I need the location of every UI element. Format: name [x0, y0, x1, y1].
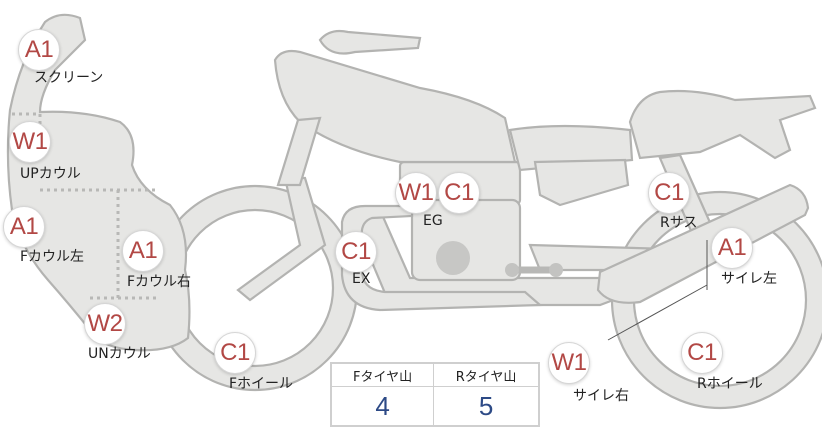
part-label-r-suspension: Rサス	[660, 215, 698, 231]
part-label-exhaust: EX	[352, 271, 371, 287]
grade-badge-silencer-right: W1	[548, 342, 590, 384]
seat-shape	[508, 124, 634, 172]
part-label-r-wheel: Rホイール	[697, 376, 763, 392]
grade-badge-f-cowl-left: A1	[3, 206, 45, 248]
grade-badge-un-cowl: W2	[84, 303, 126, 345]
front-tread-header: Fタイヤ山	[330, 362, 435, 387]
grade-badge-silencer-left: A1	[711, 227, 753, 269]
grade-badge-engine-w1: W1	[395, 172, 437, 214]
fuel-tank-shape	[273, 49, 517, 164]
part-label-f-cowl-left: Fカウル左	[20, 249, 85, 265]
grade-badge-up-cowl: W1	[9, 121, 51, 163]
grade-badge-r-wheel: C1	[681, 332, 723, 374]
rear-tread-value: 5	[433, 386, 540, 427]
part-label-silencer-left: サイレ左	[721, 271, 777, 287]
grade-badge-f-cowl-right: A1	[122, 230, 164, 272]
part-label-screen: スクリーン	[34, 70, 104, 86]
part-label-f-cowl-right: Fカウル右	[127, 274, 192, 290]
rear-tread-header: Rタイヤ山	[433, 362, 540, 387]
handlebar-shape	[318, 29, 422, 55]
grade-badge-engine-c1: C1	[438, 172, 480, 214]
grade-badge-screen: A1	[18, 29, 60, 71]
tire-tread-table: Fタイヤ山 Rタイヤ山 4 5	[330, 362, 540, 427]
part-label-up-cowl: UPカウル	[20, 166, 81, 182]
part-label-engine: EG	[423, 213, 443, 229]
front-tread-value: 4	[330, 386, 435, 427]
front-fork-shape	[236, 176, 327, 302]
part-label-silencer-right: サイレ右	[573, 388, 629, 404]
grade-badge-r-suspension: C1	[648, 172, 690, 214]
part-label-un-cowl: UNカウル	[88, 346, 151, 362]
silencer-shape	[596, 183, 810, 304]
grade-badge-exhaust: C1	[335, 231, 377, 273]
side-cover-shape	[533, 158, 630, 207]
part-label-f-wheel: Fホイール	[229, 376, 294, 392]
grade-badge-f-wheel: C1	[214, 332, 256, 374]
tail-cowl-shape	[628, 89, 817, 160]
